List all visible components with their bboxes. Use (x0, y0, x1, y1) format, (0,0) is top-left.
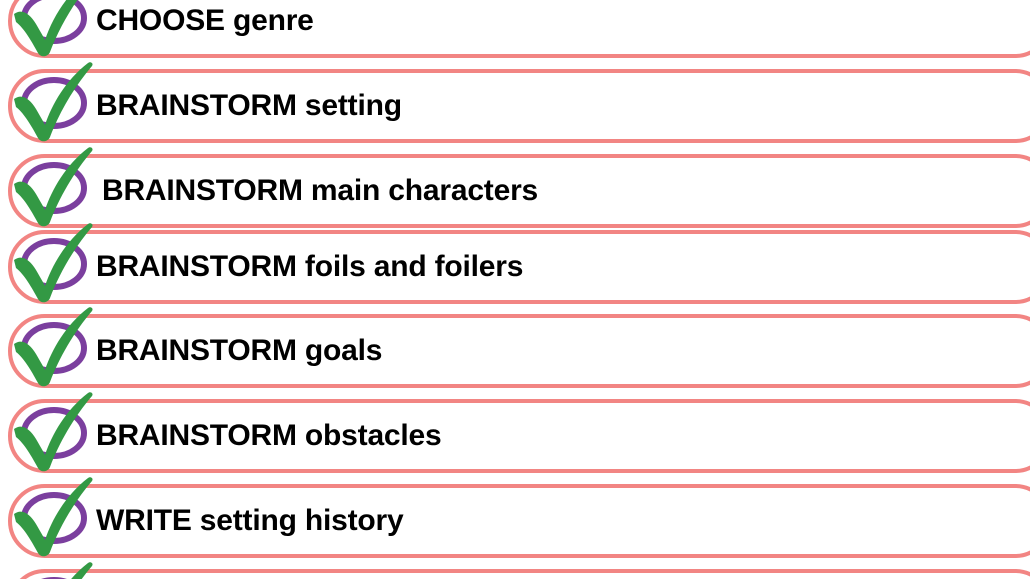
checkbox-checked[interactable] (4, 208, 108, 312)
checklist-item-label: BRAINSTORM setting (96, 89, 402, 122)
checklist-item-label: BRAINSTORM foils and foilers (96, 250, 524, 283)
checklist-row[interactable]: CHOOSE genre (8, 0, 1030, 58)
checklist-row[interactable]: BRAINSTORM foils and foilers (8, 223, 1030, 304)
checkbox-checked[interactable] (4, 47, 108, 151)
checklist-row[interactable]: BRAINSTORM goals (8, 307, 1030, 388)
checklist-row-outline (8, 154, 1030, 228)
green-checkmark-icon (14, 477, 93, 557)
checklist-item-label: BRAINSTORM goals (96, 334, 383, 367)
green-checkmark-icon (14, 307, 93, 387)
checkbox-checked[interactable] (4, 292, 108, 396)
green-checkmark-icon (14, 0, 78, 57)
checkbox-checked[interactable] (4, 462, 108, 566)
checklist-row-outline (8, 399, 1030, 473)
checkbox-checked[interactable] (4, 0, 108, 66)
checklist-item-label: WRITE setting history (96, 504, 404, 537)
checklist-row-outline (8, 0, 1030, 58)
checklist-item-label: CHOOSE genre (96, 4, 314, 37)
green-checkmark-icon (71, 562, 93, 579)
checklist-row[interactable]: BRAINSTORM obstacles (8, 392, 1030, 473)
green-checkmark-icon (14, 392, 93, 472)
checklist-row-outline (8, 484, 1030, 558)
checkbox-checked[interactable] (4, 377, 108, 481)
checkbox-checked[interactable] (4, 547, 108, 579)
green-checkmark-icon (14, 147, 93, 227)
checklist-row[interactable]: BRAINSTORM setting (8, 62, 1030, 143)
checkbox-checked[interactable] (4, 132, 108, 236)
green-checkmark-icon (14, 223, 93, 303)
checklist-row-outline (8, 569, 1030, 579)
green-checkmark-icon (14, 62, 93, 142)
checklist-row[interactable]: WRITE setting history (8, 477, 1030, 558)
checklist-item-label: BRAINSTORM obstacles (96, 419, 442, 452)
checklist-item-label: BRAINSTORM main characters (102, 174, 539, 207)
checklist-row-outline (8, 69, 1030, 143)
checklist-row-outline (8, 230, 1030, 304)
checklist-row-outline (8, 314, 1030, 388)
checklist-row[interactable]: BRAINSTORM main characters (8, 147, 1030, 228)
checklist-row[interactable] (8, 562, 1030, 579)
